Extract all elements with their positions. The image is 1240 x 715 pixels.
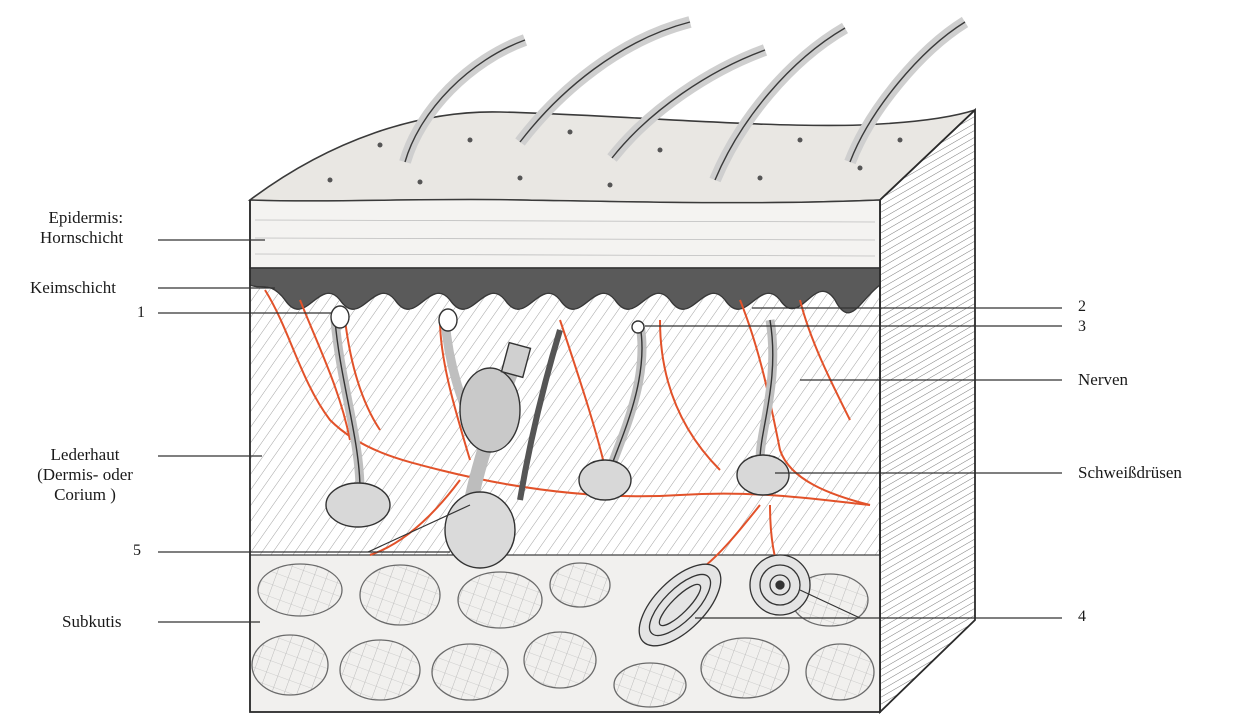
label-lederhaut: Lederhaut (Dermis- oder Corium ) [10, 445, 160, 505]
label-hornschicht: Hornschicht [40, 228, 123, 248]
block-front-face [250, 200, 880, 712]
label-number-1: 1 [137, 304, 145, 322]
label-keimschicht: Keimschicht [30, 278, 116, 298]
label-epidermis: Epidermis: Hornschicht [40, 208, 123, 248]
label-lederhaut-line3: Corium ) [10, 485, 160, 505]
label-number-2: 2 [1078, 298, 1086, 316]
label-nerven: Nerven [1078, 370, 1128, 390]
label-number-5: 5 [133, 542, 141, 560]
label-subkutis: Subkutis [62, 612, 122, 632]
label-lederhaut-line2: (Dermis- oder [10, 465, 160, 485]
label-epidermis-line1: Epidermis: [40, 208, 123, 228]
label-number-4: 4 [1078, 608, 1086, 626]
label-schweissdruesen: Schweißdrüsen [1078, 463, 1182, 483]
block-side-face [880, 110, 975, 712]
label-lederhaut-line1: Lederhaut [10, 445, 160, 465]
label-number-3: 3 [1078, 318, 1086, 336]
